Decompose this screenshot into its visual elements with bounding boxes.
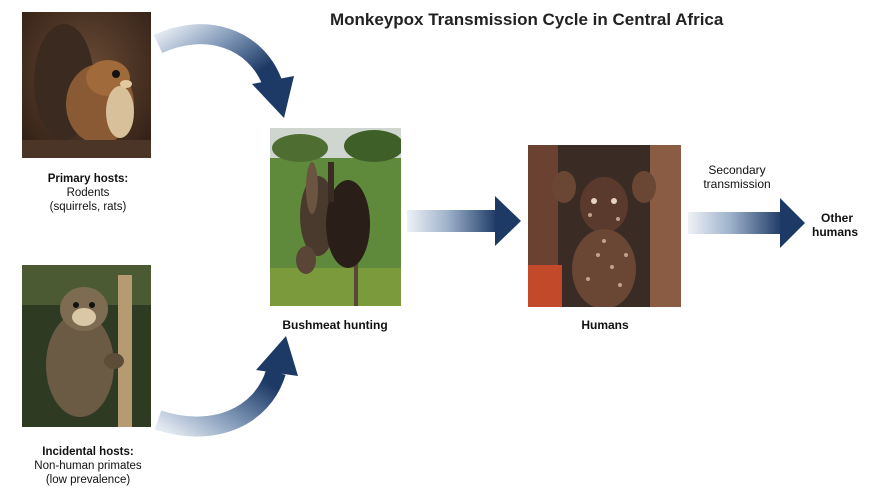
arrow-incidental-to-bushmeat: [158, 336, 298, 427]
other-humans-label: Other humans: [812, 211, 869, 239]
other-humans-line2: humans: [812, 225, 869, 239]
secondary-label-line1: Secondary: [682, 163, 792, 177]
squirrel-photo: [22, 12, 151, 158]
humans-label: Humans: [555, 318, 655, 332]
incidental-hosts-line2: (low prevalence): [10, 473, 166, 487]
monkey-photo: [22, 265, 151, 427]
primary-hosts-heading: Primary hosts: [48, 173, 125, 185]
arrow-bushmeat-to-humans: [407, 196, 521, 246]
primary-hosts-caption: Primary hosts: Rodents (squirrels, rats): [18, 172, 158, 214]
incidental-hosts-line1: Non-human primates: [10, 459, 166, 473]
bushmeat-label: Bushmeat hunting: [255, 318, 415, 332]
arrow-humans-to-other: [688, 198, 805, 248]
humans-photo: [528, 145, 681, 307]
secondary-transmission-label: Secondary transmission: [682, 163, 792, 191]
secondary-label-line2: transmission: [682, 177, 792, 191]
primary-hosts-line1: Rodents: [18, 186, 158, 200]
primary-hosts-line2: (squirrels, rats): [18, 200, 158, 214]
incidental-hosts-heading: Incidental hosts: [42, 446, 130, 458]
diagram-title: Monkeypox Transmission Cycle in Central …: [330, 10, 850, 30]
other-humans-line1: Other: [812, 211, 869, 225]
incidental-hosts-caption: Incidental hosts: Non-human primates (lo…: [10, 445, 166, 487]
bushmeat-photo: [270, 128, 401, 306]
arrow-primary-to-bushmeat: [158, 34, 294, 118]
